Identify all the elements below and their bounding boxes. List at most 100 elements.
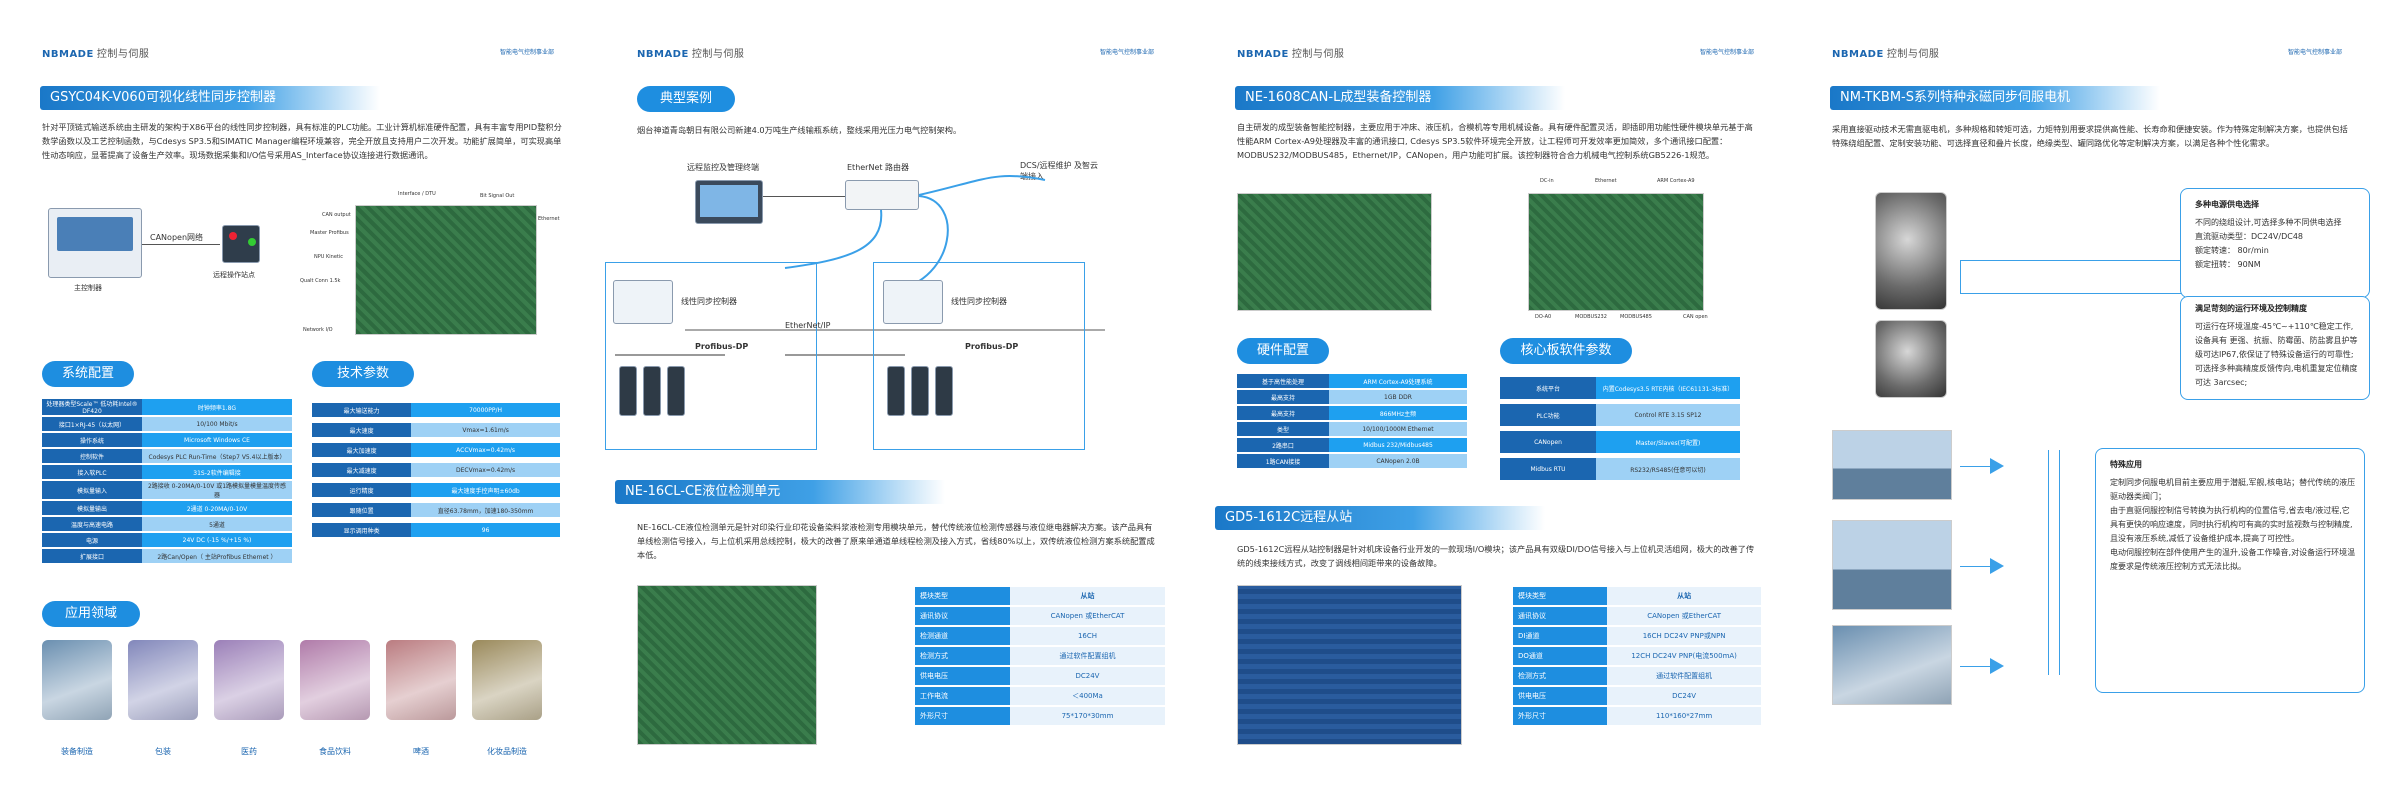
applications-heading: 应用领域 [42,601,140,627]
app-image-packaging [128,640,198,720]
spec-value: 内置Codesys3.5 RTE内核（IEC61131-3标准） [1596,377,1740,399]
table-row: 模块类型从站 [915,587,1165,605]
brand-division: 智能电气控制事业部 [1100,49,1155,56]
board-label: CAN open [1683,314,1708,320]
remote-station-icon [222,225,260,263]
spec-key: 最大速度 [312,423,412,437]
spec-key: CANopen [1500,431,1596,453]
app-caption: 包装 [155,747,171,756]
dcs-label: DCS/远程维护 及智云端接入 [1020,161,1099,181]
sys-config-heading: 系统配置 [42,361,134,387]
remote-slave-board-photo [1237,585,1462,745]
spec-value: 从站 [1010,587,1165,605]
spec-key: 供电电压 [1513,687,1608,705]
board-label: Master Profibus [310,230,349,236]
spec-value: 96 [411,523,560,537]
case-text: 烟台神道青岛朝日有限公司新建4.0万吨生产线输瓶系统，整线采用光压力电气控制架构… [637,125,962,135]
board-label: MODBUS485 [1620,314,1652,320]
spec-key: 模拟量输入 [42,481,142,499]
terminal-icon [695,180,763,224]
spec-key: 外形尺寸 [1513,707,1608,725]
router-icon [845,180,919,210]
table-row: 检测方式通过软件配置组机 [915,647,1165,665]
intro-text: 针对平顶链式输送系统由主研发的架构于X86平台的线性同步控制器，具有标准的PLC… [42,122,562,160]
arrow-line [1960,466,1992,467]
spec-value: RS232/RS485(任意可以切) [1596,458,1740,480]
app-image-equipment [42,640,112,720]
box-line: 额定扭转： 90NM [2195,260,2261,269]
spec-key: 1路CAN接接 [1237,454,1329,468]
case-heading: 典型案例 [637,86,735,112]
spec-value: CANopen 2.0B [1329,454,1467,468]
motor-photo-1 [1875,192,1947,310]
table-row: 工作电流＜400Ma [915,687,1165,705]
spec-key: DI通道 [1513,627,1608,645]
spec-value: 从站 [1607,587,1761,605]
spec-value: Midbus 232/Midbus485 [1329,438,1467,452]
spec-key: 模拟量输出 [42,501,142,515]
app-caption: 医药 [241,747,257,756]
box-line: 可运行在环境温度-45℃~+110℃稳定工作,设备具有 更强、抗振、防霉菌、防盐… [2195,322,2358,359]
spec-value: DC24V [1010,667,1165,685]
power-options-box: 多种电源供电选择 不同的绕组设计,可选择多种不同供电选择 直流驱动类型：DC24… [2180,188,2370,298]
spec-key: 通讯协议 [1513,607,1608,625]
spec-key: 最高支持 [1237,406,1329,420]
spec-key: 跟随位置 [312,503,412,517]
link-line [763,196,845,197]
section-title: GSYC04K-V060可视化线性同步控制器 [40,86,380,110]
spec-key: 模块类型 [1513,587,1608,605]
spec-value: Codesys PLC Run-Time（Step7 V5.4以上版本） [142,449,292,463]
table-row: 跟随位置直径63.78mm，加速180-350mm [312,503,560,517]
board-label: Interface / DTU [398,191,436,197]
line-group-a [605,262,817,450]
environment-box: 满足苛刻的运行环境及控制精度 可运行在环境温度-45℃~+110℃稳定工作,设备… [2180,296,2370,400]
spec-key: Midbus RTU [1500,458,1596,480]
spec-value: 866MHz主频 [1329,406,1467,420]
drive-icon [643,366,661,416]
spec-key: 接口1×RJ-45（以太网） [42,417,142,431]
arrow-line [1960,666,1992,667]
box-title: 特殊应用 [2110,460,2142,469]
spec-key: 最高支持 [1237,390,1329,404]
spec-key: 显示调用种类 [312,523,412,537]
board-photo-left [1237,193,1432,311]
box-line: 额定转速： 80r/min [2195,246,2269,255]
spec-key: 检测方式 [915,647,1010,665]
app-image-food [300,640,370,720]
table-row: 系统平台内置Codesys3.5 RTE内核（IEC61131-3标准） [1500,377,1740,399]
spec-value: 16CH [1010,627,1165,645]
motor-photo-2 [1875,320,1947,398]
spec-key: 接入软PLC [42,465,142,479]
spec-value: 2路Can/Open（ 主站Profibus Ethernet ） [142,549,292,563]
spec-value: 70000PP/H [411,403,560,417]
board-label: Qualt Conn 1.5k [300,278,341,284]
arrow-body [1960,260,2190,294]
spec-key: 最大减速度 [312,463,412,477]
spec-value: 最大速度手控声明±60db [411,483,560,497]
spec-key: 扩展接口 [42,549,142,563]
spec-key: 2路串口 [1237,438,1329,452]
spec-key: 最大加速度 [312,443,412,457]
table-row: 运行精度最大速度手控声明±60db [312,483,560,497]
brand-division: 智能电气控制事业部 [1700,49,1755,56]
